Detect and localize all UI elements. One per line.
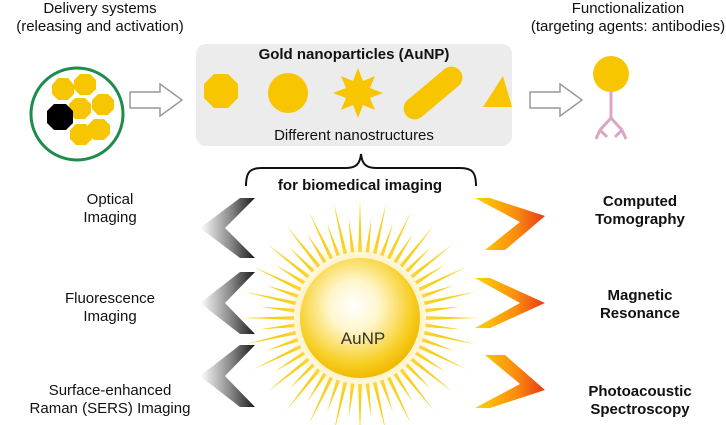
sun-ray	[244, 330, 297, 345]
panel-title: Gold nanoparticles (AuNP)	[258, 46, 450, 63]
sun-ray	[244, 291, 297, 306]
curly-brace-icon	[245, 153, 477, 187]
functionalization-label: Functionalization (targeting agents: ant…	[530, 0, 726, 35]
aunp-center-label: AuNP	[340, 329, 386, 348]
chevron-right-icon	[475, 355, 545, 408]
sun-ray	[358, 200, 362, 253]
sun-rays	[242, 200, 478, 425]
chevron-right-icon	[475, 198, 545, 250]
octagon-nanoparticle-icon	[204, 74, 238, 108]
star-nanoparticle-icon	[333, 68, 383, 118]
delivery-system-icon	[29, 66, 125, 162]
aunp-sphere-icon	[300, 258, 420, 378]
sun-ray	[425, 316, 478, 320]
sun-ray	[242, 316, 295, 320]
antibody-nanoparticle-icon	[593, 56, 629, 140]
sphere-nanoparticle-icon	[268, 73, 308, 113]
chevron-left-icon	[200, 198, 255, 258]
biomedical-imaging-title: for biomedical imaging	[277, 177, 443, 194]
arrow-right-icon	[529, 82, 584, 118]
delivery-systems-label: Delivery systems (releasing and activati…	[16, 0, 184, 35]
sun-ray	[423, 330, 476, 345]
sun-ray	[333, 202, 348, 255]
chevron-left-icon	[200, 272, 255, 334]
arrow-right-icon	[129, 82, 184, 118]
panel-subtitle: Different nanostructures	[274, 127, 434, 144]
rod-nanoparticle-icon	[403, 66, 463, 120]
sun-ray	[423, 291, 476, 306]
chevron-right-icon	[475, 278, 545, 328]
triangle-nanoparticle-icon	[483, 76, 512, 107]
sun-ray	[372, 202, 387, 255]
chevron-left-icon	[200, 345, 255, 407]
